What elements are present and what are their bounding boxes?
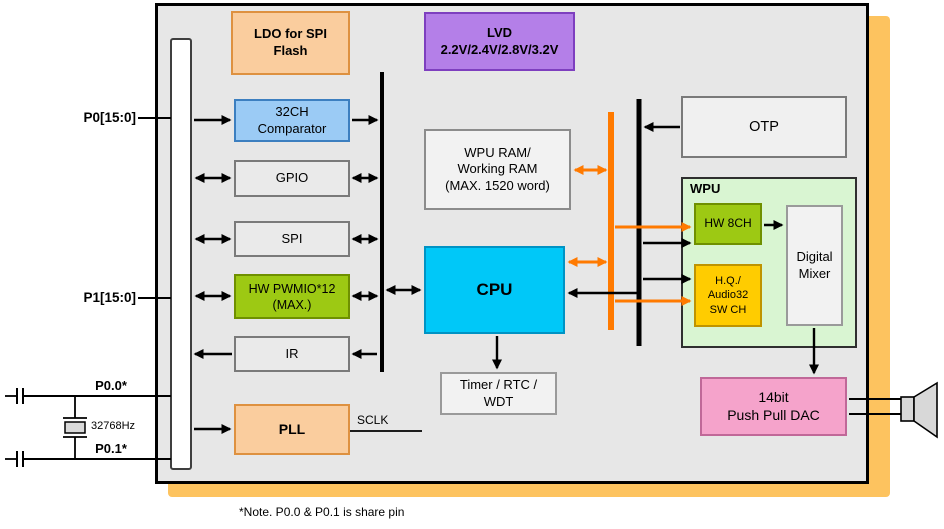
mixer-label-line1: Digital <box>796 248 833 264</box>
pwmio-label-line2: (MAX.) <box>272 297 312 312</box>
footnote: *Note. P0.0 & P0.1 is share pin <box>239 505 405 519</box>
mixer-label-line2: Mixer <box>798 265 831 281</box>
dac-block: 14bit Push Pull DAC <box>700 377 847 436</box>
dac-label-line1: 14bit <box>758 388 789 405</box>
cpu-block: CPU <box>424 246 565 334</box>
lvd-label-line1: LVD <box>486 24 513 40</box>
lvd-block: LVD 2.2V/2.4V/2.8V/3.2V <box>424 12 575 71</box>
dac-label-line2: Push Pull DAC <box>727 406 820 423</box>
ldo-block: LDO for SPI Flash <box>231 11 350 75</box>
crystal-frequency-label: 32768Hz <box>91 420 136 432</box>
lvd-label-line2: 2.2V/2.4V/2.8V/3.2V <box>440 41 559 57</box>
io-port-bus-bar <box>170 38 192 470</box>
digital-mixer-block: Digital Mixer <box>786 205 843 326</box>
wpu-ram-block: WPU RAM/ Working RAM (MAX. 1520 word) <box>424 129 571 210</box>
pll-block: PLL <box>234 404 350 455</box>
pin-label-p01: P0.1* <box>95 441 127 456</box>
ir-block: IR <box>234 336 350 372</box>
gpio-block: GPIO <box>234 160 350 197</box>
otp-block: OTP <box>681 96 847 158</box>
ldo-label-line2: Flash <box>273 43 308 58</box>
crystal-icon <box>64 421 86 434</box>
hw-8ch-block: HW 8CH <box>694 203 762 245</box>
sclk-label: SCLK <box>357 413 389 427</box>
wpu-ram-label-line2: Working RAM <box>457 161 538 177</box>
pwmio-block: HW PWMIO*12 (MAX.) <box>234 274 350 319</box>
crystal-circuit <box>5 388 87 467</box>
hq-label-line1: H.Q./ <box>715 275 741 288</box>
comparator-label-line2: Comparator <box>257 120 327 136</box>
timer-label-line2: WDT <box>483 393 514 409</box>
pin-label-p0-bus: P0[15:0] <box>83 110 136 125</box>
pwmio-label-line1: HW PWMIO*12 <box>248 281 336 296</box>
spi-block: SPI <box>234 221 350 257</box>
wpu-label: WPU <box>690 181 721 196</box>
pin-label-p00: P0.0* <box>95 378 127 393</box>
wpu-ram-label-line3: (MAX. 1520 word) <box>445 177 550 193</box>
pin-label-p1-bus: P1[15:0] <box>83 290 136 305</box>
ldo-label-line1: LDO for SPI <box>254 26 327 42</box>
timer-label-line1: Timer / RTC / <box>459 376 538 392</box>
timer-rtc-wdt-block: Timer / RTC / WDT <box>440 372 557 415</box>
comparator-block: 32CH Comparator <box>234 99 350 142</box>
hq-label-line2: Audio32 <box>707 289 749 302</box>
wpu-ram-label-line1: WPU RAM/ <box>464 144 531 160</box>
hq-audio32-block: H.Q./ Audio32 SW CH <box>694 264 762 327</box>
comparator-label-line1: 32CH <box>275 103 309 119</box>
hq-label-line3: SW CH <box>709 303 747 316</box>
